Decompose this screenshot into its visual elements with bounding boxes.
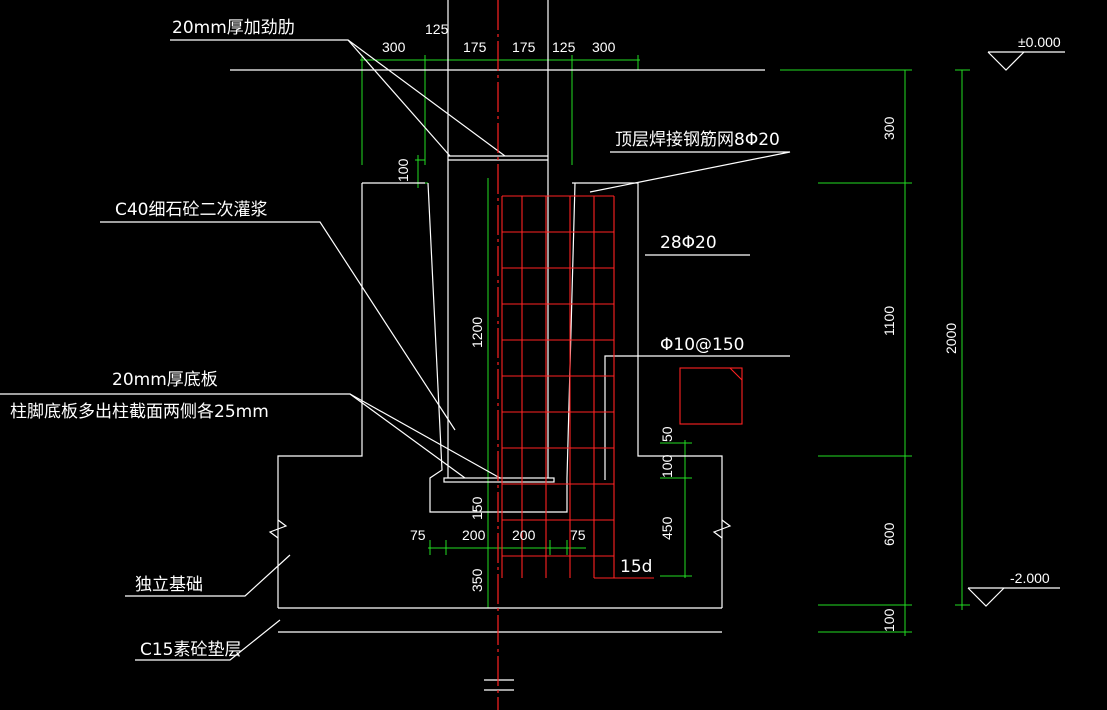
dim-top-4: 175	[512, 39, 536, 55]
dim-mid-450: 450	[659, 516, 675, 540]
dim-bot-2: 200	[462, 527, 486, 543]
dim-right-100: 100	[881, 608, 897, 632]
dim-right-1100: 1100	[881, 306, 897, 336]
dim-left-150: 150	[469, 496, 485, 520]
long-bars-label: 28Φ20	[660, 233, 717, 253]
dim-top-3: 175	[463, 39, 487, 55]
dim-top-5: 125	[552, 39, 576, 55]
level-bottom-label: -2.000	[1010, 570, 1050, 586]
dim-mid-50: 50	[659, 426, 675, 442]
stirrup-section-detail	[679, 367, 743, 425]
rebar-cage	[501, 195, 654, 579]
stirrup-hook	[729, 367, 743, 381]
dim-top-2: 125	[425, 21, 449, 37]
dim-left-350: 350	[469, 568, 485, 592]
dim-right-300: 300	[881, 116, 897, 140]
dim-mid-100: 100	[659, 454, 675, 478]
dim-right-total: 2000	[943, 323, 959, 354]
stiffener-label: 20mm厚加劲肋	[172, 18, 295, 38]
level-top-label: ±0.000	[1018, 34, 1061, 50]
dim-left-100: 100	[395, 158, 411, 182]
cushion-label: C15素砼垫层	[140, 640, 242, 660]
top-mesh-label: 顶层焊接钢筋网8Φ20	[615, 130, 780, 150]
dim-bot-4: 75	[570, 527, 586, 543]
dim-left-1200: 1200	[469, 317, 485, 348]
grout-label: C40细石砼二次灌浆	[115, 200, 268, 220]
dim-top-6: 300	[592, 39, 616, 55]
dim-right-600: 600	[881, 522, 897, 546]
dim-top-1: 300	[382, 39, 406, 55]
dim-bot-3: 200	[512, 527, 536, 543]
dim-bot-1: 75	[410, 527, 426, 543]
base-plate-label: 20mm厚底板	[112, 370, 218, 390]
footing-label: 独立基础	[135, 575, 203, 595]
anchorage-label: 15d	[620, 557, 652, 577]
base-plate-note: 柱脚底板多出柱截面两侧各25mm	[10, 402, 269, 422]
stirrup-label: Φ10@150	[660, 335, 744, 355]
